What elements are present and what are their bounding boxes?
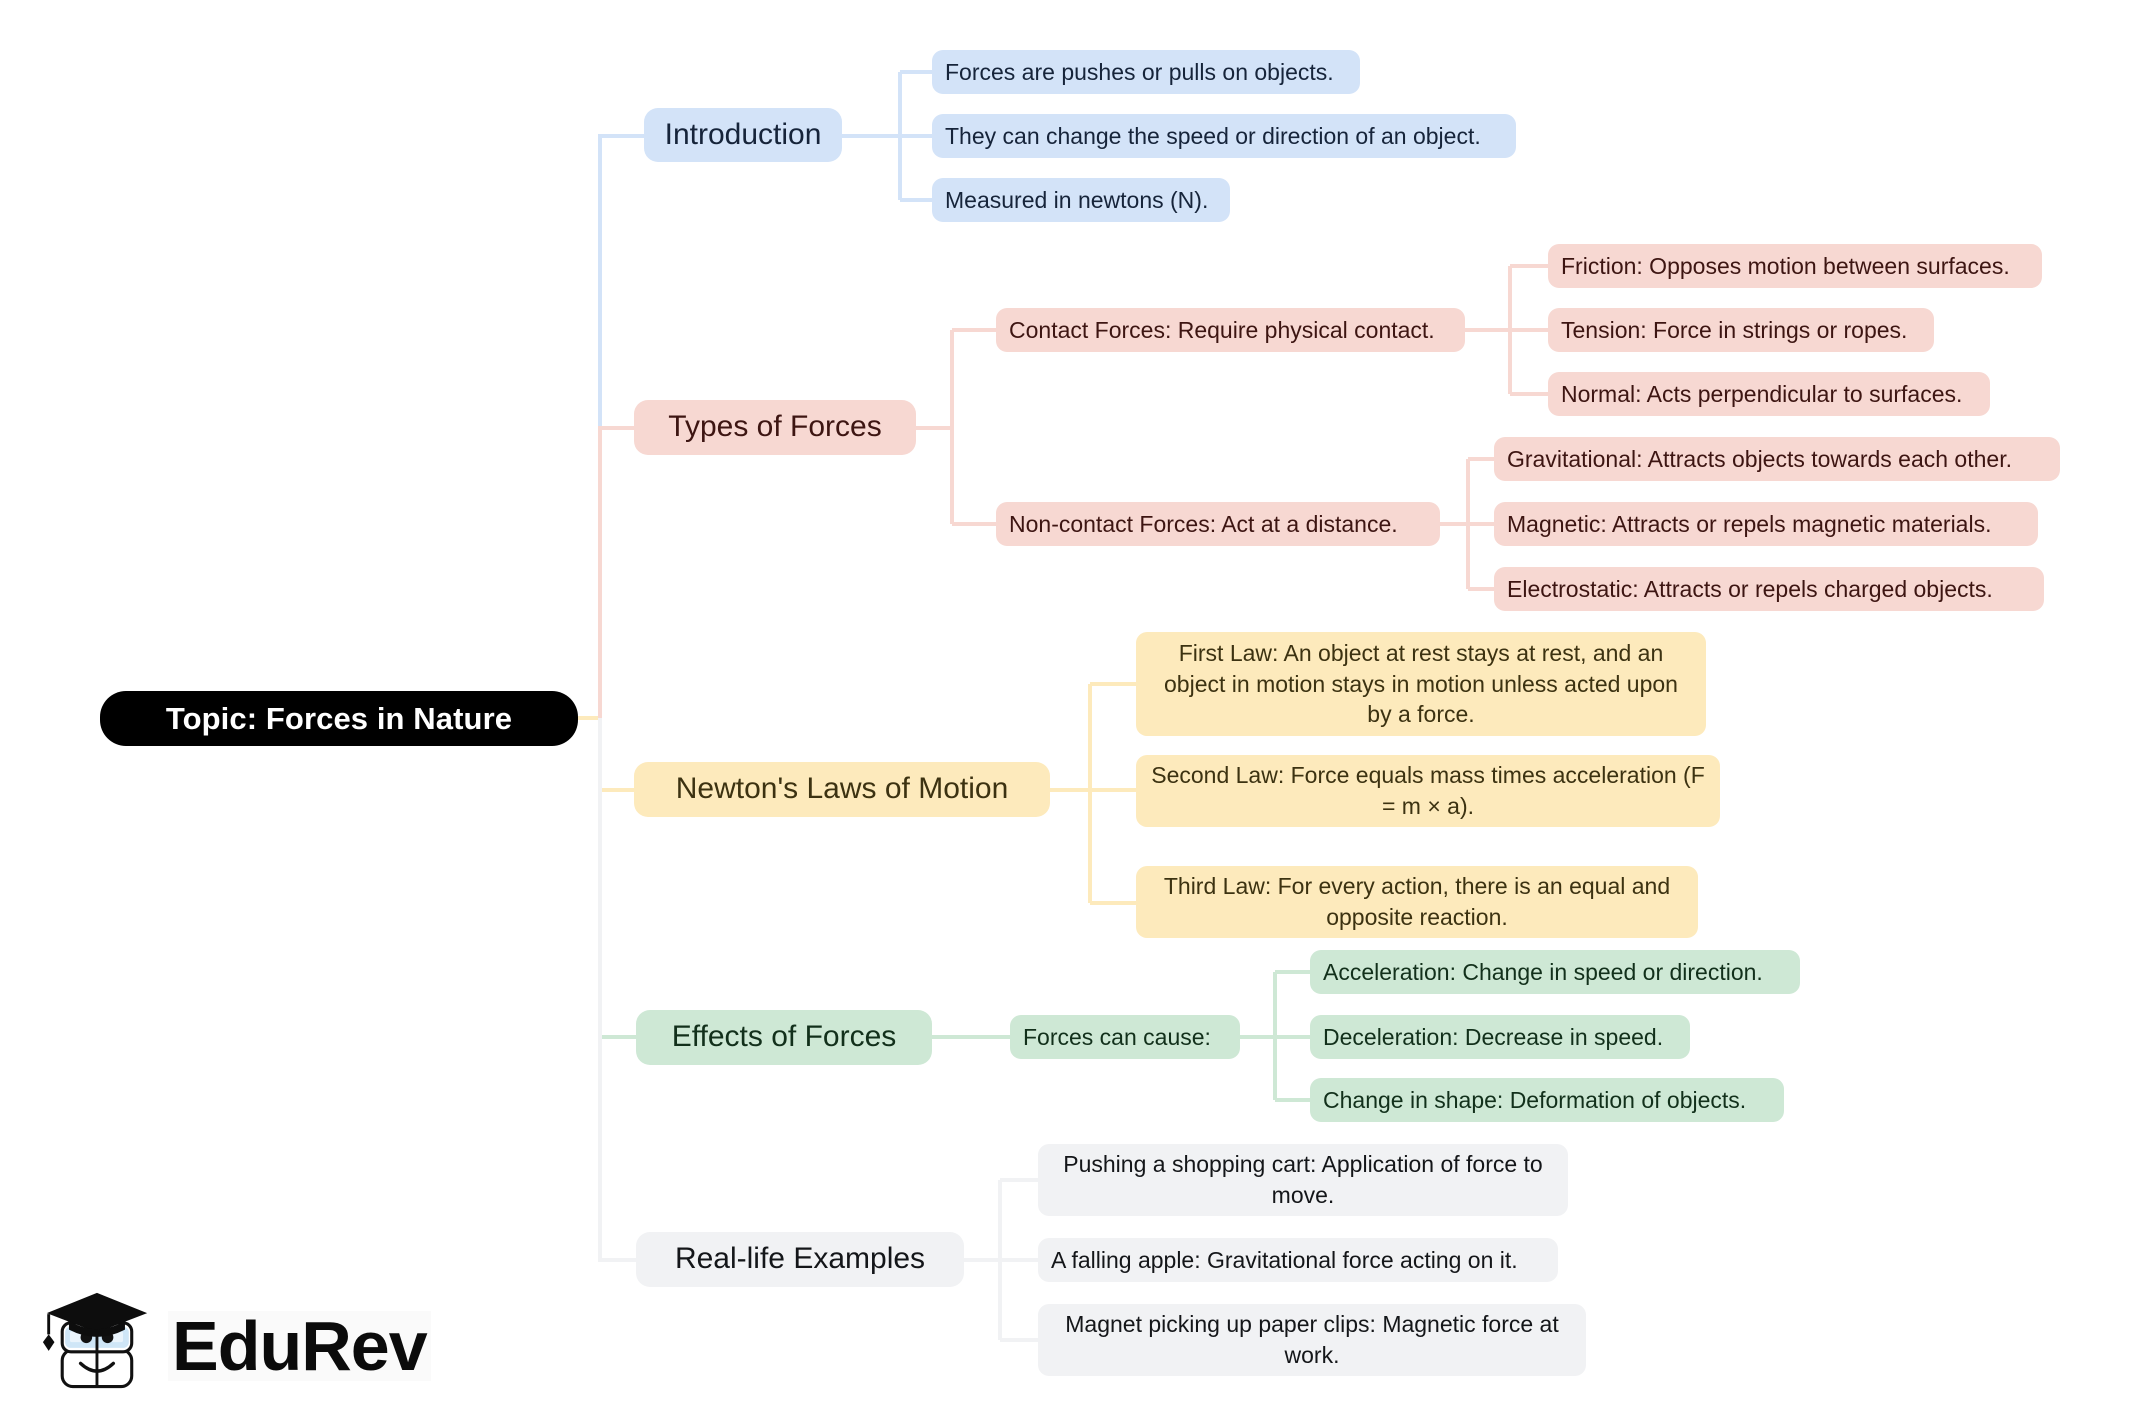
branch-effects-of-forces[interactable]: Effects of Forces [636, 1010, 932, 1065]
branch-newtons-laws[interactable]: Newton's Laws of Motion [634, 762, 1050, 817]
leaf-magnet-paper-clips[interactable]: Magnet picking up paper clips: Magnetic … [1038, 1304, 1586, 1376]
leaf-change-in-shape[interactable]: Change in shape: Deformation of objects. [1310, 1078, 1784, 1122]
leaf-gravitational[interactable]: Gravitational: Attracts objects towards … [1494, 437, 2060, 481]
branch-real-life-examples[interactable]: Real-life Examples [636, 1232, 964, 1287]
edurev-wordmark: EduRev [168, 1311, 431, 1381]
edurev-logo-mark [42, 1292, 148, 1389]
leaf-friction[interactable]: Friction: Opposes motion between surface… [1548, 244, 2042, 288]
leaf-acceleration[interactable]: Acceleration: Change in speed or directi… [1310, 950, 1800, 994]
leaf-introduction-3[interactable]: Measured in newtons (N). [932, 178, 1230, 222]
node-non-contact-forces[interactable]: Non-contact Forces: Act at a distance. [996, 502, 1440, 546]
leaf-normal-force[interactable]: Normal: Acts perpendicular to surfaces. [1548, 372, 1990, 416]
leaf-introduction-2[interactable]: They can change the speed or direction o… [932, 114, 1516, 158]
edurev-logo: EduRev [38, 1288, 431, 1404]
leaf-first-law[interactable]: First Law: An object at rest stays at re… [1136, 632, 1706, 736]
leaf-tension[interactable]: Tension: Force in strings or ropes. [1548, 308, 1934, 352]
branch-types-of-forces[interactable]: Types of Forces [634, 400, 916, 455]
branch-introduction[interactable]: Introduction [644, 108, 842, 162]
root-node[interactable]: Topic: Forces in Nature [100, 691, 578, 746]
leaf-introduction-1[interactable]: Forces are pushes or pulls on objects. [932, 50, 1360, 94]
leaf-third-law[interactable]: Third Law: For every action, there is an… [1136, 866, 1698, 938]
leaf-deceleration[interactable]: Deceleration: Decrease in speed. [1310, 1015, 1690, 1059]
leaf-electrostatic[interactable]: Electrostatic: Attracts or repels charge… [1494, 567, 2044, 611]
node-forces-can-cause[interactable]: Forces can cause: [1010, 1015, 1240, 1059]
leaf-second-law[interactable]: Second Law: Force equals mass times acce… [1136, 755, 1720, 827]
leaf-magnetic[interactable]: Magnetic: Attracts or repels magnetic ma… [1494, 502, 2038, 546]
leaf-falling-apple[interactable]: A falling apple: Gravitational force act… [1038, 1238, 1558, 1282]
leaf-shopping-cart[interactable]: Pushing a shopping cart: Application of … [1038, 1144, 1568, 1216]
node-contact-forces[interactable]: Contact Forces: Require physical contact… [996, 308, 1465, 352]
